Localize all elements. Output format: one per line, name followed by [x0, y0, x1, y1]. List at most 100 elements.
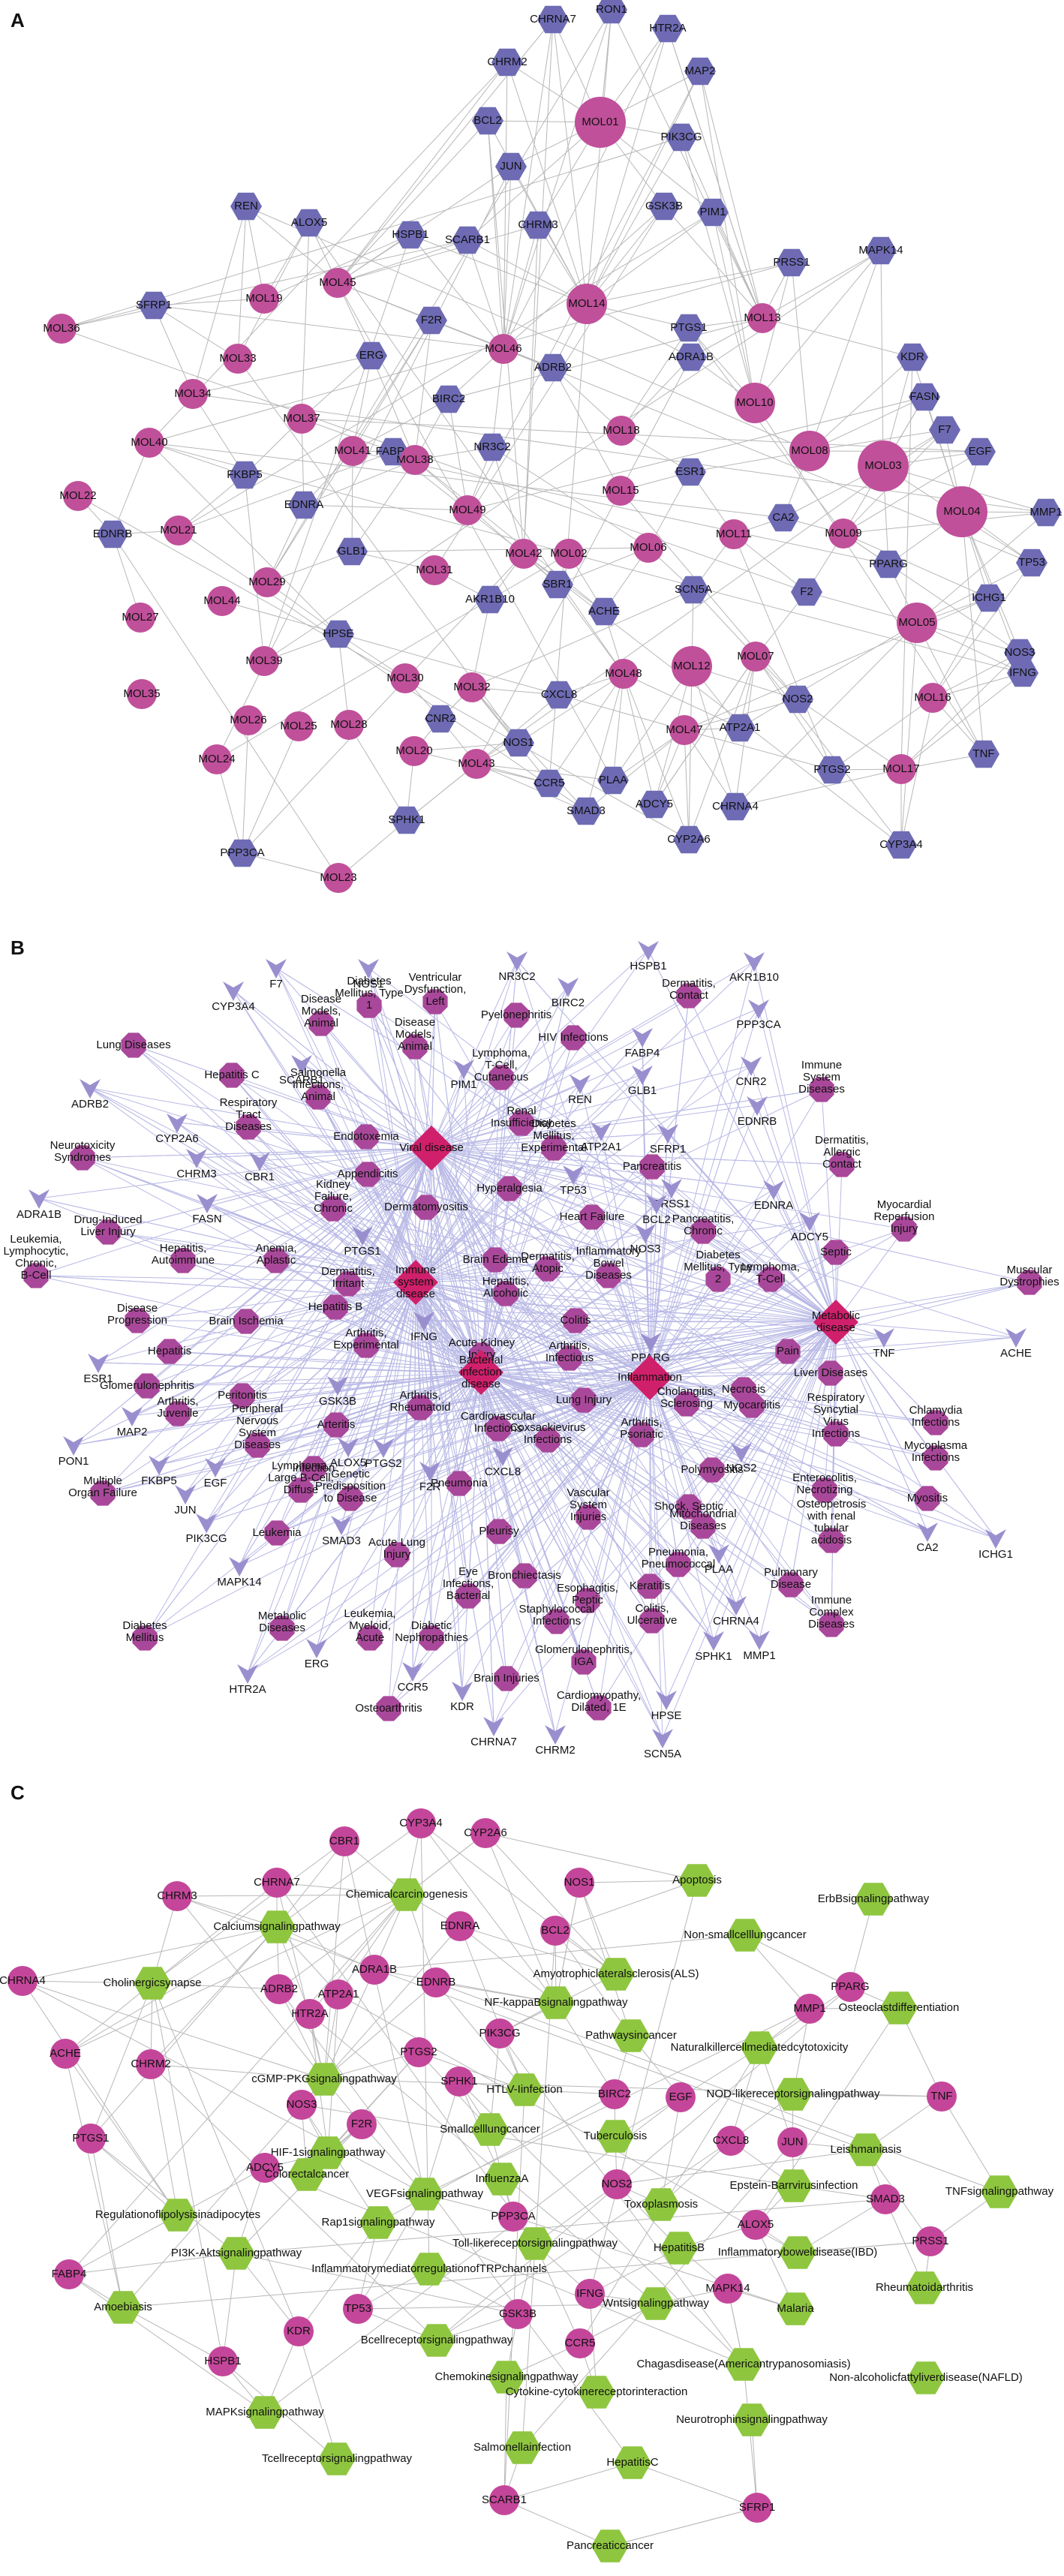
edge: [22, 1980, 179, 2216]
pathway-node-shape: [218, 2237, 255, 2270]
compound-node-shape: [735, 383, 775, 423]
edge: [480, 1166, 653, 1373]
node-label: CHRNA7: [254, 1876, 300, 1889]
node-mol07: MOL07: [737, 642, 774, 672]
edge: [750, 1065, 837, 1323]
node-label: FABP4: [625, 1047, 660, 1060]
edge: [621, 327, 690, 431]
node-label: MOL24: [198, 753, 235, 765]
pathway-node-shape: [410, 2253, 448, 2286]
node-label: ALOX5: [738, 2218, 774, 2231]
disease-node-shape: [165, 1401, 191, 1426]
node-jun: JUN: [174, 1485, 197, 1516]
target-v-node-shape: [747, 1096, 768, 1116]
node-label: MOL04: [943, 505, 980, 518]
node-label: MOL05: [898, 616, 935, 629]
edge: [831, 697, 933, 771]
node-non-alcoholicfattyliverdisease-nafld: Non-alcoholicfattyliverdisease(NAFLD): [829, 2361, 1023, 2394]
node-label: NOS2: [726, 1462, 757, 1474]
node-smallcelllungcancer: Smallcelllungcancer: [440, 2113, 540, 2146]
node-label: CHRNA4: [0, 1974, 46, 1987]
node-fasn: FASN: [909, 383, 940, 411]
node-label: MOL17: [882, 762, 919, 775]
edge: [144, 1377, 651, 1639]
node-label: EDNRA: [440, 1919, 480, 1932]
edge: [735, 622, 918, 807]
node-mol44: MOL44: [203, 586, 241, 616]
pathway-node-shape: [733, 2403, 771, 2436]
node-label: PLAA: [705, 1563, 733, 1576]
pathway-node-shape: [779, 2236, 816, 2269]
node-label: PIK3CG: [660, 131, 702, 143]
target-v-node-shape: [63, 1436, 84, 1456]
node-label: NOS3: [1005, 646, 1035, 659]
node-apoptosis: Apoptosis: [672, 1864, 722, 1897]
compound-node-shape: [207, 586, 237, 616]
pathway-node-shape: [741, 2031, 778, 2064]
edge: [245, 206, 338, 284]
edge: [485, 1832, 557, 2003]
edge: [82, 1147, 432, 1159]
edge: [68, 1894, 407, 2275]
node-lymphoma-t-cell-cutaneous: Lymphoma,T-Cell,Cutaneous: [472, 1047, 530, 1090]
node-label: SCARB1: [279, 1074, 324, 1087]
disease-node-shape: [639, 1154, 665, 1180]
node-label: Amyotrophiclateralsclerosis(ALS): [534, 1967, 699, 1980]
node-label: BCL2: [642, 1213, 671, 1226]
node-influenzaa: InfluenzaA: [476, 2163, 528, 2196]
disease-node-shape: [676, 983, 702, 1008]
node-label: MOL26: [230, 714, 266, 726]
compound-node-shape: [329, 1826, 359, 1856]
node-mol17: MOL17: [882, 754, 920, 784]
node-mol14: MOL14: [567, 284, 607, 324]
edge: [65, 2053, 179, 2216]
node-chrna4: CHRNA4: [712, 792, 759, 821]
node-pik3cg: PIK3CG: [479, 2018, 521, 2048]
node-label: BIRC2: [432, 392, 465, 405]
edge: [335, 1306, 482, 1373]
node-label: MOL32: [453, 681, 490, 693]
disease-node-shape: [376, 1696, 401, 1721]
target-node-shape: [768, 503, 799, 532]
edge: [61, 305, 155, 329]
node-atp2a1: ATP2A1: [581, 1122, 621, 1153]
node-label: CXCL8: [541, 688, 577, 701]
node-label: MAPK14: [217, 1576, 261, 1589]
pathway-node-shape: [591, 2529, 629, 2562]
edge: [755, 656, 902, 846]
edge: [415, 1282, 431, 1471]
disease-node-shape: [236, 1114, 261, 1140]
node-dermatomyositis: Dermatomyositis: [384, 1195, 468, 1220]
node-scarb1: SCARB1: [279, 1055, 324, 1087]
edge: [248, 1126, 482, 1373]
target-v-node-shape: [197, 1194, 218, 1213]
node-label: Glomerulonephritis: [100, 1379, 194, 1392]
node-label: Hepatitis C: [204, 1069, 260, 1081]
edge: [616, 2149, 867, 2185]
node-kdr: KDR: [284, 2316, 314, 2346]
node-alox5: ALOX5: [738, 2210, 774, 2240]
node-mol20: MOL20: [395, 736, 433, 766]
node-label: F7: [269, 978, 283, 990]
edge: [754, 262, 792, 404]
node-erg: ERG: [356, 341, 387, 370]
node-label: Salmonellainfection: [473, 2441, 571, 2454]
node-keratitis: Keratitis: [630, 1574, 670, 1599]
node-label: F2R: [421, 314, 443, 326]
edge: [932, 652, 1020, 699]
node-adra1b: ADRA1B: [352, 1955, 397, 1985]
node-label: PTGS1: [670, 321, 707, 334]
node-rheumatoidarthritis: Rheumatoidarthritis: [876, 2271, 973, 2304]
compound-node-shape: [600, 2079, 630, 2109]
edge: [431, 1147, 646, 1234]
target-v-node-shape: [917, 1522, 938, 1542]
target-v-node-shape: [638, 941, 659, 960]
compound-node-shape: [777, 2127, 807, 2157]
